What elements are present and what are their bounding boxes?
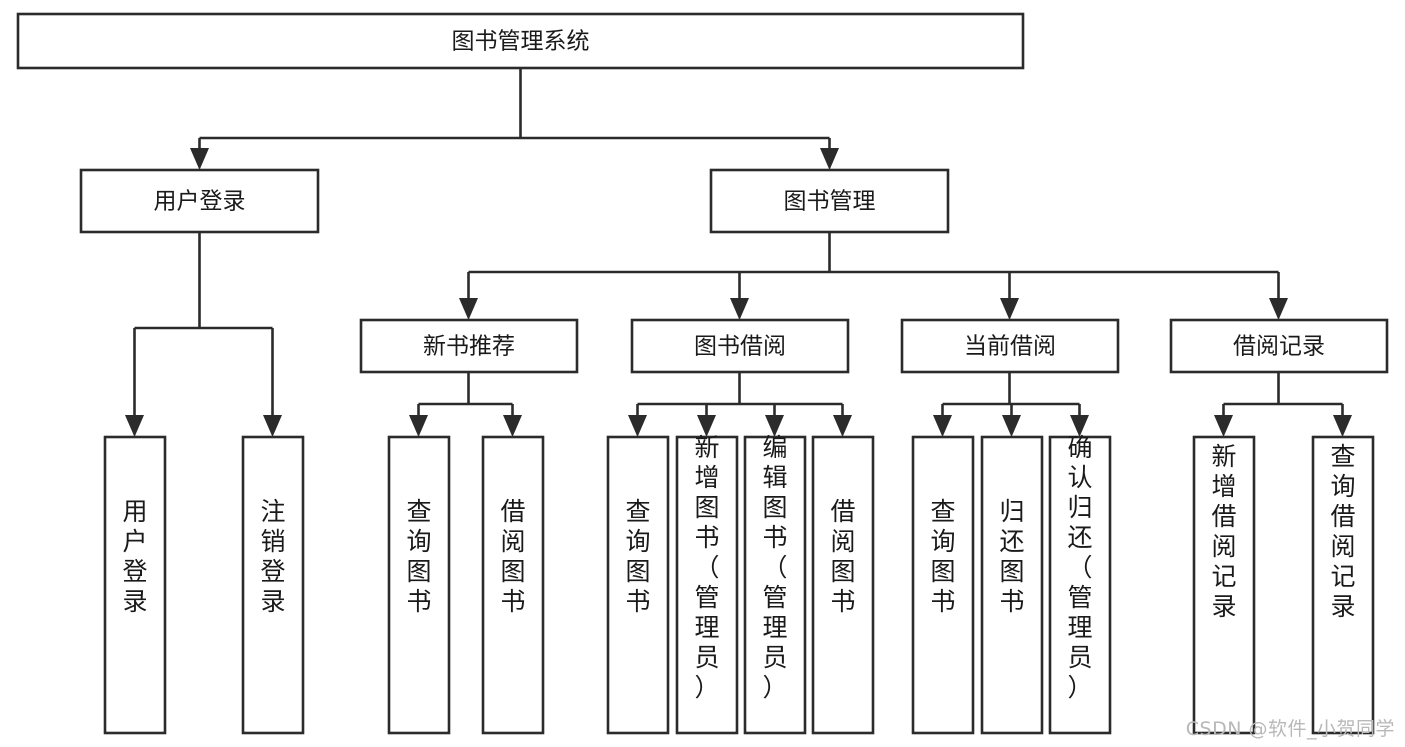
node-leaf-query-book-2-label: 查询图书 bbox=[625, 497, 650, 616]
node-leaf-confirm-return-box[interactable] bbox=[1048, 435, 1112, 735]
node-leaf-borrow-book-2-label: 借阅图书 bbox=[830, 497, 855, 616]
arrow-head-leaf-edit-book bbox=[765, 415, 784, 437]
node-root-label: 图书管理系统 bbox=[452, 29, 590, 55]
arrow-head-leaf-add-record bbox=[1214, 415, 1233, 437]
node-leaf-user-login-label: 用户登录 bbox=[122, 497, 147, 616]
node-book-manage-label: 图书管理 bbox=[784, 189, 876, 215]
node-book-borrow[interactable]: 图书借阅 bbox=[630, 318, 850, 374]
node-book-borrow-label: 图书借阅 bbox=[694, 334, 786, 360]
arrow-head-new-book-rec bbox=[459, 298, 478, 320]
node-leaf-borrow-book-1-label: 借阅图书 bbox=[500, 497, 525, 616]
node-leaf-add-book-box[interactable] bbox=[675, 435, 739, 735]
arrow-head-leaf-logout-login bbox=[263, 415, 282, 437]
arrow-head-leaf-confirm-return bbox=[1070, 415, 1089, 437]
arrow-head-leaf-query-book-1 bbox=[409, 415, 428, 437]
arrow-head-leaf-query-book-3 bbox=[933, 415, 952, 437]
node-leaf-borrow-book-2-box[interactable] bbox=[811, 435, 875, 735]
node-borrow-record-box[interactable] bbox=[1169, 318, 1389, 374]
node-leaf-edit-book-box[interactable] bbox=[743, 435, 807, 735]
leaf-node-layer bbox=[103, 435, 1375, 735]
arrow-head-borrow-record bbox=[1269, 298, 1288, 320]
node-current-borrow-box[interactable] bbox=[900, 318, 1120, 374]
node-leaf-user-login-box[interactable] bbox=[103, 435, 167, 735]
node-new-book-rec[interactable]: 新书推荐 bbox=[359, 318, 579, 374]
node-new-book-rec-box[interactable] bbox=[359, 318, 579, 374]
node-leaf-edit-book-label: 编辑图书（管理员） bbox=[762, 433, 787, 702]
arrow-head-leaf-borrow-book-1 bbox=[503, 415, 522, 437]
arrow-head-leaf-user-login bbox=[125, 415, 144, 437]
node-book-manage-box[interactable] bbox=[709, 168, 950, 234]
node-leaf-logout-login-box[interactable] bbox=[241, 435, 305, 735]
node-user-login[interactable]: 用户登录 bbox=[79, 168, 320, 234]
node-leaf-confirm-return-label: 确认归还（管理员） bbox=[1067, 433, 1092, 702]
arrow-head-book-borrow bbox=[730, 298, 749, 320]
node-leaf-return-book-label: 归还图书 bbox=[999, 497, 1024, 616]
node-leaf-query-book-2-box[interactable] bbox=[606, 435, 670, 735]
node-borrow-record[interactable]: 借阅记录 bbox=[1169, 318, 1389, 374]
node-leaf-add-record-label: 新增借阅记录 bbox=[1211, 442, 1236, 621]
arrow-head-leaf-return-book bbox=[1002, 415, 1021, 437]
arrow-head-leaf-query-book-2 bbox=[628, 415, 647, 437]
node-leaf-query-book-1-box[interactable] bbox=[387, 435, 451, 735]
node-leaf-query-book-3-box[interactable] bbox=[911, 435, 975, 735]
node-root[interactable]: 图书管理系统 bbox=[16, 12, 1025, 70]
node-user-login-box[interactable] bbox=[79, 168, 320, 234]
node-leaf-query-record-label: 查询借阅记录 bbox=[1330, 442, 1355, 621]
node-new-book-rec-label: 新书推荐 bbox=[423, 334, 515, 360]
arrow-head-book-manage bbox=[820, 148, 839, 170]
node-leaf-logout-login-label: 注销登录 bbox=[260, 497, 285, 616]
node-leaf-add-book-label: 新增图书（管理员） bbox=[694, 433, 719, 702]
arrow-head-leaf-add-book bbox=[697, 415, 716, 437]
node-user-login-label: 用户登录 bbox=[154, 189, 246, 215]
arrow-head-leaf-query-record bbox=[1333, 415, 1352, 437]
node-leaf-add-record-box[interactable] bbox=[1192, 435, 1256, 735]
node-leaf-borrow-book-1-box[interactable] bbox=[481, 435, 545, 735]
node-leaf-return-book-box[interactable] bbox=[980, 435, 1044, 735]
arrow-head-leaf-borrow-book-2 bbox=[833, 415, 852, 437]
node-root-box[interactable] bbox=[16, 12, 1025, 70]
node-current-borrow-label: 当前借阅 bbox=[964, 334, 1056, 360]
node-borrow-record-label: 借阅记录 bbox=[1233, 334, 1325, 360]
arrow-head-current-borrow bbox=[1000, 298, 1019, 320]
node-current-borrow[interactable]: 当前借阅 bbox=[900, 318, 1120, 374]
node-leaf-query-book-1-label: 查询图书 bbox=[406, 497, 431, 616]
node-leaf-query-book-3-label: 查询图书 bbox=[930, 497, 955, 616]
connector-layer bbox=[125, 68, 1352, 437]
node-book-borrow-box[interactable] bbox=[630, 318, 850, 374]
leaf-label-layer: 用户登录 注销登录 查询图书 借阅图书 查询图书 新增图书（管理员） 编辑图书（… bbox=[122, 433, 1355, 702]
node-leaf-query-record-box[interactable] bbox=[1311, 435, 1375, 735]
arrow-head-user-login bbox=[190, 148, 209, 170]
node-book-manage[interactable]: 图书管理 bbox=[709, 168, 950, 234]
